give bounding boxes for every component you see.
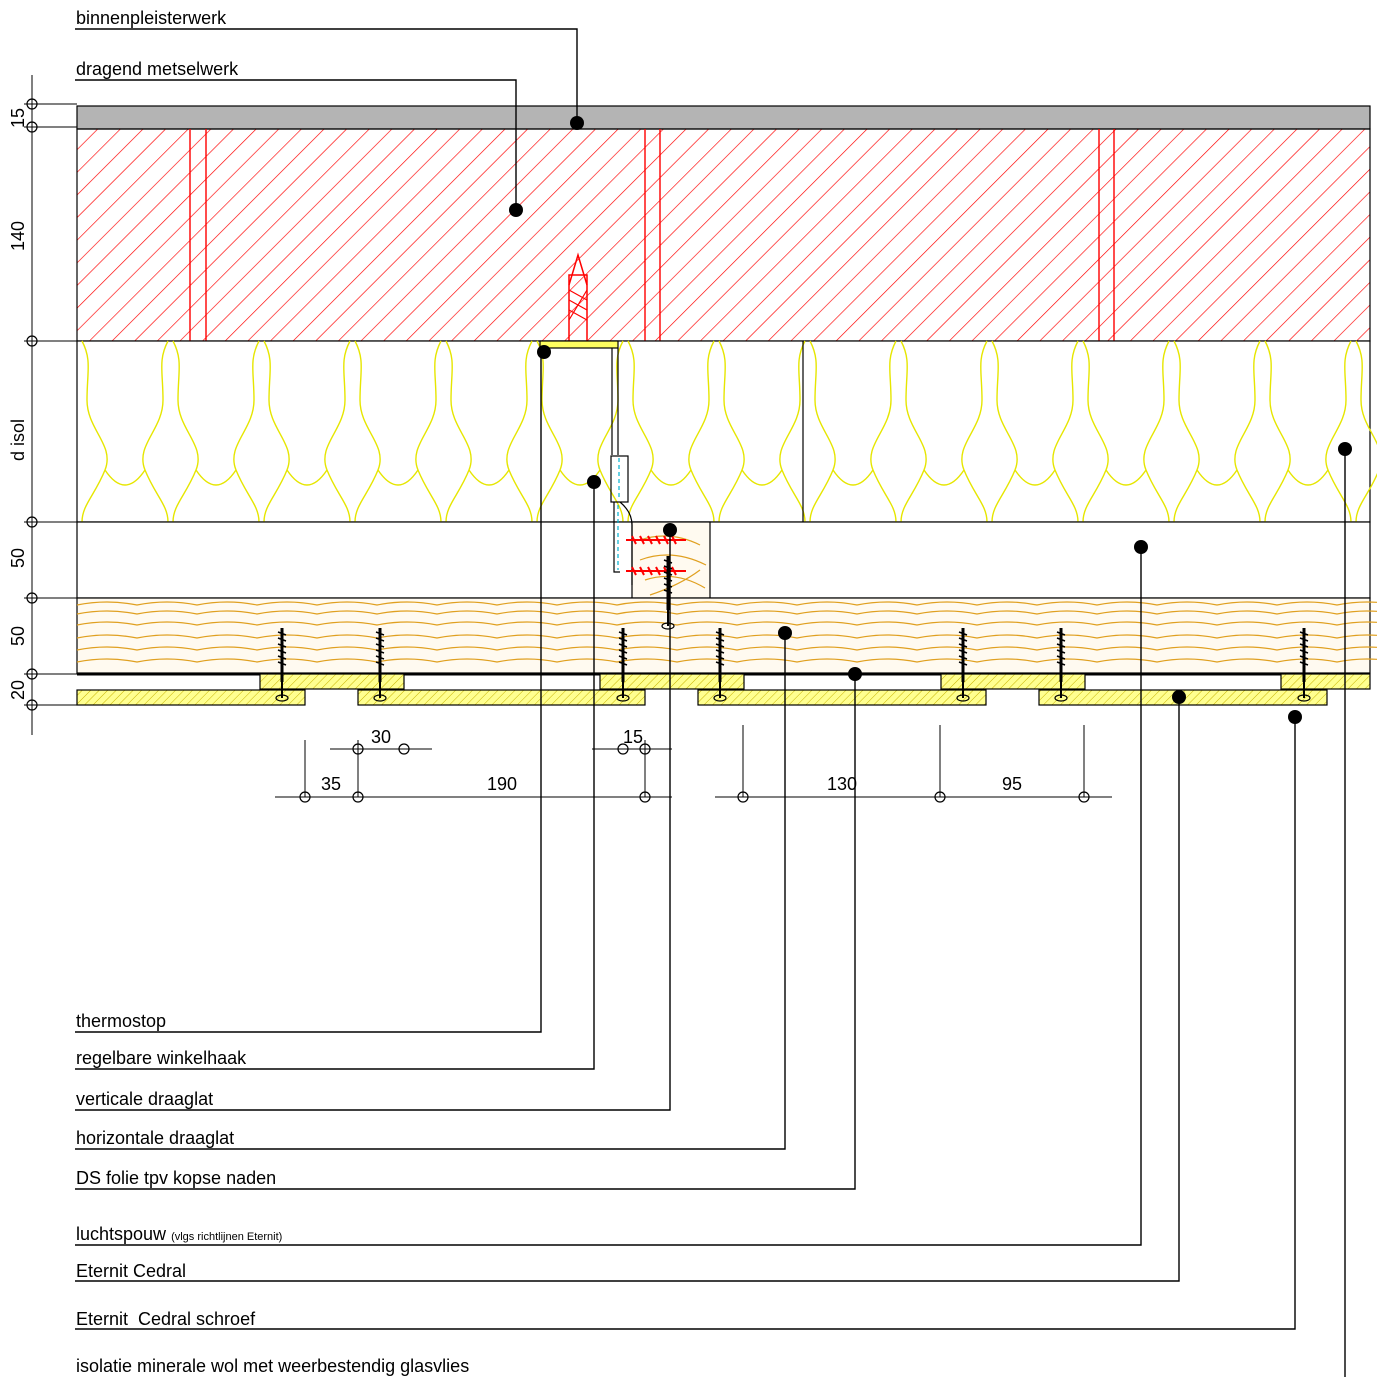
dimension-tick bbox=[352, 791, 364, 803]
dim-plaster: 15 bbox=[8, 108, 28, 128]
dim-insulation: d isol bbox=[8, 419, 28, 461]
dim-95: 95 bbox=[1002, 774, 1022, 794]
label-binnenpleisterwerk: binnenpleisterwerk bbox=[76, 8, 227, 28]
dim-masonry: 140 bbox=[8, 221, 28, 251]
dimension-tick bbox=[352, 743, 364, 755]
dim-30: 30 bbox=[371, 727, 391, 747]
cladding-board bbox=[76, 689, 306, 706]
masonry-layer bbox=[76, 128, 1371, 342]
cladding-board bbox=[940, 673, 1086, 690]
insulation-fibre bbox=[354, 340, 442, 523]
insulation-layer bbox=[76, 340, 1377, 523]
dimension-tick bbox=[617, 743, 629, 755]
dim-15: 15 bbox=[623, 727, 643, 747]
luchtspouw-main: luchtspouw bbox=[76, 1224, 167, 1244]
insulation-fibre bbox=[536, 340, 624, 523]
insulation-fibre bbox=[445, 340, 533, 523]
label-thermostop: thermostop bbox=[76, 1011, 166, 1031]
cladding-board bbox=[599, 673, 745, 690]
label-dragend-metselwerk: dragend metselwerk bbox=[76, 59, 239, 79]
insulation-fibre bbox=[81, 340, 169, 523]
insulation-fibre bbox=[1082, 340, 1170, 523]
dim-35: 35 bbox=[321, 774, 341, 794]
air-gap bbox=[76, 521, 1371, 599]
cladding-board bbox=[357, 689, 646, 706]
dimension-tick bbox=[737, 791, 749, 803]
horizontal-batten-layer bbox=[76, 597, 1377, 674]
dim-batten: 50 bbox=[8, 626, 28, 646]
label-horizontale-draaglat: horizontale draaglat bbox=[76, 1128, 234, 1148]
insulation-fibre bbox=[263, 340, 351, 523]
left-dimension-chain: 15 140 d isol 50 50 20 bbox=[8, 75, 77, 735]
dimension-tick bbox=[1078, 791, 1090, 803]
insulation-fibre bbox=[627, 340, 715, 523]
dim-190: 190 bbox=[487, 774, 517, 794]
dimension-tick bbox=[639, 743, 651, 755]
dimension-tick bbox=[639, 791, 651, 803]
label-luchtspouw: luchtspouw (vlgs richtlijnen Eternit) bbox=[76, 1224, 282, 1244]
plaster-layer bbox=[76, 105, 1371, 130]
callout-leaders bbox=[75, 28, 1352, 1377]
dimension-tick bbox=[934, 791, 946, 803]
insulation-fibre bbox=[172, 340, 260, 523]
cladding-board bbox=[697, 689, 987, 706]
insulation-fibre bbox=[1355, 340, 1377, 523]
wood-grain-line bbox=[76, 601, 1377, 606]
cladding-board bbox=[259, 673, 405, 690]
bottom-dimensions: 30 15 35 190 130 95 bbox=[275, 725, 1112, 803]
cladding-boards bbox=[76, 673, 1371, 706]
wood-grain-line bbox=[76, 634, 1377, 639]
label-eternit-cedral-schroef: Eternit Cedral schroef bbox=[76, 1309, 256, 1329]
dim-cladding: 20 bbox=[8, 680, 28, 700]
label-isolatie: isolatie minerale wol met weerbestendig … bbox=[76, 1356, 469, 1376]
dim-130: 130 bbox=[827, 774, 857, 794]
dimension-tick bbox=[398, 743, 410, 755]
insulation-fibre bbox=[900, 340, 988, 523]
label-regelbare-winkelhaak: regelbare winkelhaak bbox=[76, 1048, 247, 1068]
label-verticale-draaglat: verticale draaglat bbox=[76, 1089, 213, 1109]
cladding-board bbox=[1280, 673, 1371, 690]
wood-grain-line bbox=[76, 658, 1377, 663]
angle-bracket bbox=[539, 340, 686, 585]
label-ds-folie: DS folie tpv kopse naden bbox=[76, 1168, 276, 1188]
wood-grain-line bbox=[76, 610, 1377, 615]
luchtspouw-note: (vlgs richtlijnen Eternit) bbox=[171, 1231, 282, 1243]
wood-grain-line bbox=[76, 646, 1377, 651]
insulation-fibre bbox=[991, 340, 1079, 523]
insulation-fibre bbox=[1264, 340, 1352, 523]
label-eternit-cedral: Eternit Cedral bbox=[76, 1261, 186, 1281]
insulation-fibre bbox=[718, 340, 806, 523]
dim-air-gap: 50 bbox=[8, 548, 28, 568]
dimension-tick bbox=[299, 791, 311, 803]
wood-grain-line bbox=[76, 621, 1377, 626]
insulation-fibre bbox=[1173, 340, 1261, 523]
insulation-fibre bbox=[809, 340, 897, 523]
